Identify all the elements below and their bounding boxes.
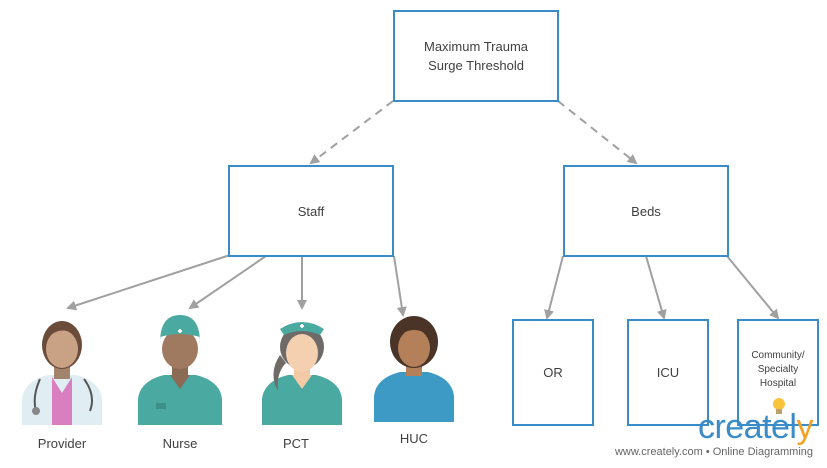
- arrow-beds-icu: [645, 255, 667, 320]
- provider-icon: [22, 321, 102, 425]
- person-label-nurse: Nurse: [162, 436, 198, 451]
- node-label: ICU: [656, 365, 680, 380]
- person-label-provider: Provider: [37, 436, 87, 451]
- nurse-icon: [138, 315, 222, 425]
- branding-tagline: www.creately.com • Online Diagramming: [614, 446, 813, 458]
- arrow-beds-community: [726, 255, 780, 320]
- node-label: OR: [543, 365, 563, 380]
- person-label-huc: HUC: [399, 431, 429, 446]
- pct-icon: [262, 322, 342, 425]
- lightbulb-icon: [773, 398, 785, 414]
- arrow-staff-provider: [66, 254, 231, 311]
- node-beds[interactable]: Beds: [563, 165, 729, 257]
- node-max-trauma-surge-threshold[interactable]: Maximum Trauma Surge Threshold: [393, 10, 559, 102]
- logo-tail: y: [796, 408, 814, 446]
- node-label: Staff: [297, 203, 325, 219]
- node-staff[interactable]: Staff: [228, 165, 394, 257]
- person-label-pct: PCT: [283, 436, 309, 451]
- arrow-root-beds: [557, 100, 638, 165]
- arrow-beds-or: [544, 255, 564, 320]
- huc-icon: [374, 316, 454, 422]
- arrow-staff-huc: [393, 255, 407, 317]
- node-icu[interactable]: ICU: [627, 319, 709, 426]
- logo-main: createl: [697, 408, 797, 446]
- creately-logo: creately: [697, 408, 814, 447]
- node-label: Community/ Specialty Hospital: [751, 350, 805, 389]
- node-label: Maximum Trauma Surge Threshold: [423, 39, 529, 73]
- arrow-staff-nurse: [188, 255, 267, 310]
- node-label: Beds: [631, 203, 661, 219]
- node-or[interactable]: OR: [512, 319, 594, 426]
- arrow-root-staff: [309, 100, 394, 165]
